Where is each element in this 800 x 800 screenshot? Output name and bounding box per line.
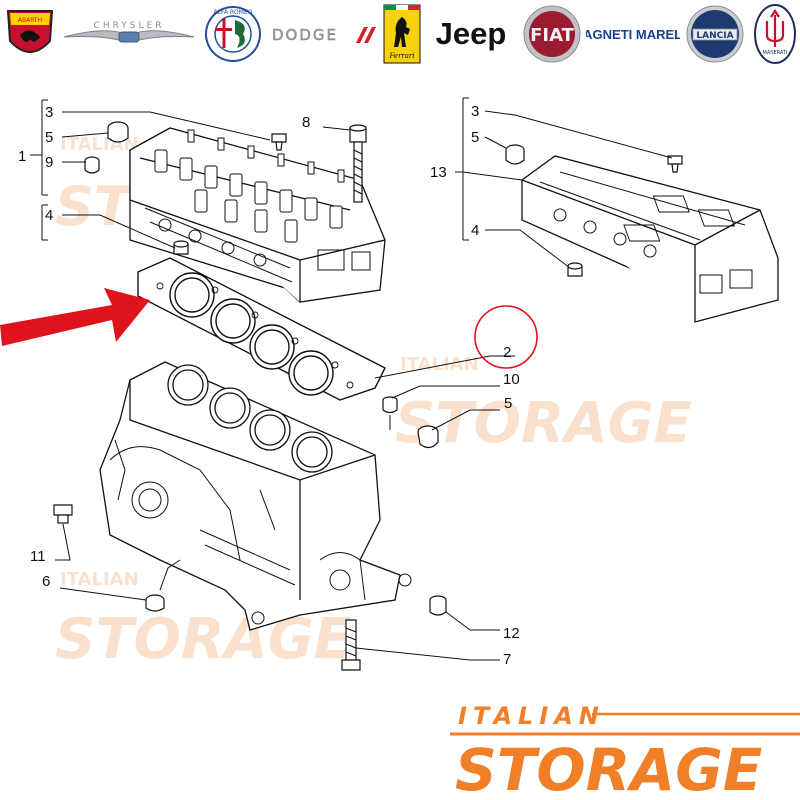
callout-labels: 1 2 3 3 4 4 5 5 5 6 7 8 9 10 11 12 13: [18, 103, 520, 668]
chrysler-logo-text: CHRYSLER: [94, 21, 165, 31]
magneti-marelli-logo-icon: MAGNETI MARELLI: [586, 4, 680, 64]
watermark-middle: ITALIAN STORAGE: [395, 354, 692, 456]
callout-13: 13: [430, 164, 447, 181]
fiat-logo-text: FIAT: [530, 25, 575, 46]
callout-10: 10: [503, 371, 520, 388]
maserati-logo-icon: MASERATI: [752, 4, 798, 64]
dowel-part-12: [429, 595, 447, 616]
callout-8: 8: [302, 114, 310, 131]
callout-3-left: 3: [45, 104, 53, 121]
watermark-middle-storage: STORAGE: [395, 391, 692, 456]
head-gasket: [137, 257, 386, 401]
plug-part-3-right: [667, 155, 683, 173]
abarth-logo-icon: ABARTH: [2, 4, 58, 64]
bolt-part-7: [341, 619, 361, 671]
cylinder-head-with-valves: [129, 127, 386, 303]
leader-lines: [30, 97, 673, 661]
abarth-logo-text: ABARTH: [18, 17, 42, 24]
engine-block: [99, 361, 412, 631]
dowel-part-10: [382, 396, 398, 414]
watermark-lower-italian: ITALIAN: [60, 569, 139, 590]
red-highlight-circle: [474, 305, 538, 369]
plug-part-4-right: [567, 262, 583, 277]
italian-storage-logo: ITALIAN STORAGE: [450, 702, 800, 800]
plug-part-6: [145, 594, 165, 612]
plug-part-11: [53, 504, 73, 524]
callout-9: 9: [45, 154, 53, 171]
plug-part-3-upper: [271, 133, 287, 151]
plug-part-5-upper: [107, 121, 129, 143]
fiat-logo-icon: FIAT: [522, 4, 582, 64]
callout-6: 6: [42, 573, 50, 590]
alfa-romeo-logo-text: ALFA ROMEO: [214, 9, 253, 16]
ferrari-logo-text: Ferrari: [388, 52, 414, 60]
callout-5-right: 5: [471, 129, 479, 146]
callout-1: 1: [18, 148, 26, 165]
callout-5-left: 5: [45, 129, 53, 146]
lancia-logo-text: LANCIA: [696, 31, 733, 41]
dodge-logo-icon: DODGE: [268, 4, 378, 64]
callout-2: 2: [503, 344, 511, 361]
alfa-romeo-logo-icon: ALFA ROMEO: [202, 4, 264, 64]
valve-springs: [154, 149, 343, 243]
plug-part-5-lower: [417, 425, 439, 449]
plug-part-4-upper: [173, 240, 189, 255]
jeep-logo-icon: Jeep: [426, 4, 516, 64]
plug-part-9: [84, 156, 100, 174]
head-studs: [187, 129, 345, 183]
watermark-middle-italian: ITALIAN: [400, 354, 479, 375]
watermark-lower-storage: STORAGE: [55, 607, 352, 672]
lancia-logo-icon: LANCIA: [684, 4, 746, 64]
chrysler-logo-icon: CHRYSLER: [62, 4, 196, 64]
callout-3-right: 3: [471, 103, 479, 120]
maserati-logo-text: MASERATI: [763, 50, 788, 56]
magneti-marelli-logo-text: MAGNETI MARELLI: [586, 27, 680, 42]
callout-12: 12: [503, 625, 520, 642]
plug-part-5-right: [505, 144, 525, 165]
footer-brand-italian: ITALIAN: [458, 702, 605, 730]
callout-7: 7: [503, 651, 511, 668]
jeep-logo-text: Jeep: [436, 16, 507, 51]
red-highlight-arrow: [0, 288, 150, 346]
dodge-logo-text: DODGE: [272, 26, 338, 44]
head-bolt-part-8: [349, 124, 367, 203]
callout-4-right: 4: [471, 222, 479, 239]
ferrari-logo-icon: Ferrari: [382, 4, 422, 64]
callout-11: 11: [30, 548, 46, 565]
callout-4-left: 4: [45, 207, 53, 224]
callout-5-lower: 5: [504, 395, 512, 412]
bare-cylinder-head: [521, 155, 779, 323]
watermark-lower: ITALIAN STORAGE: [55, 569, 352, 672]
footer-brand-storage: STORAGE: [455, 736, 762, 800]
